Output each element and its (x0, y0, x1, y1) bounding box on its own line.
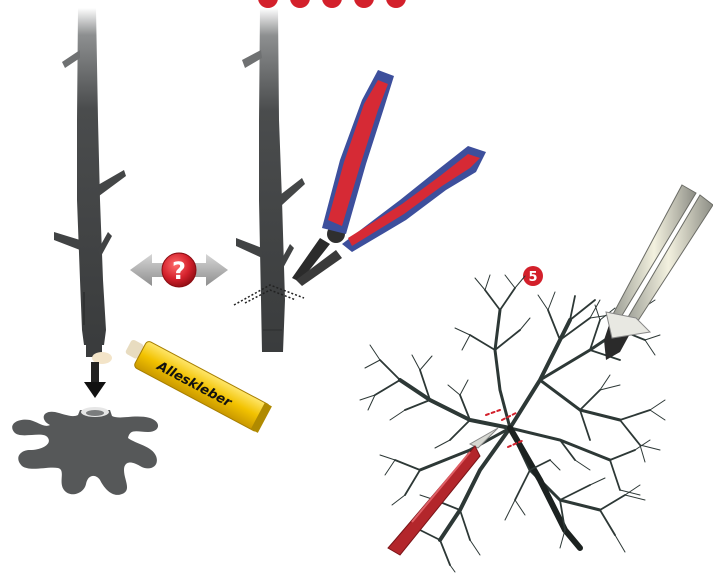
left-trunk (54, 8, 126, 357)
step-badge-5: 5 (523, 266, 543, 286)
right-trunk (236, 8, 305, 352)
step-badge (354, 0, 374, 8)
step-badge-5-label: 5 (528, 270, 537, 285)
pliers-icon (292, 70, 486, 286)
question-icon-label: ? (172, 257, 186, 285)
arrow-right-icon (193, 254, 228, 286)
arrow-left-icon (130, 254, 165, 286)
compare-arrows: ? (130, 253, 228, 287)
step-badges-top (258, 0, 406, 8)
tweezers-icon (604, 185, 713, 360)
arrow-down-icon (84, 362, 106, 398)
step-badge (290, 0, 310, 8)
step-badge (386, 0, 406, 8)
step-badge (258, 0, 278, 8)
step-badge (322, 0, 342, 8)
root-plate (12, 407, 158, 495)
